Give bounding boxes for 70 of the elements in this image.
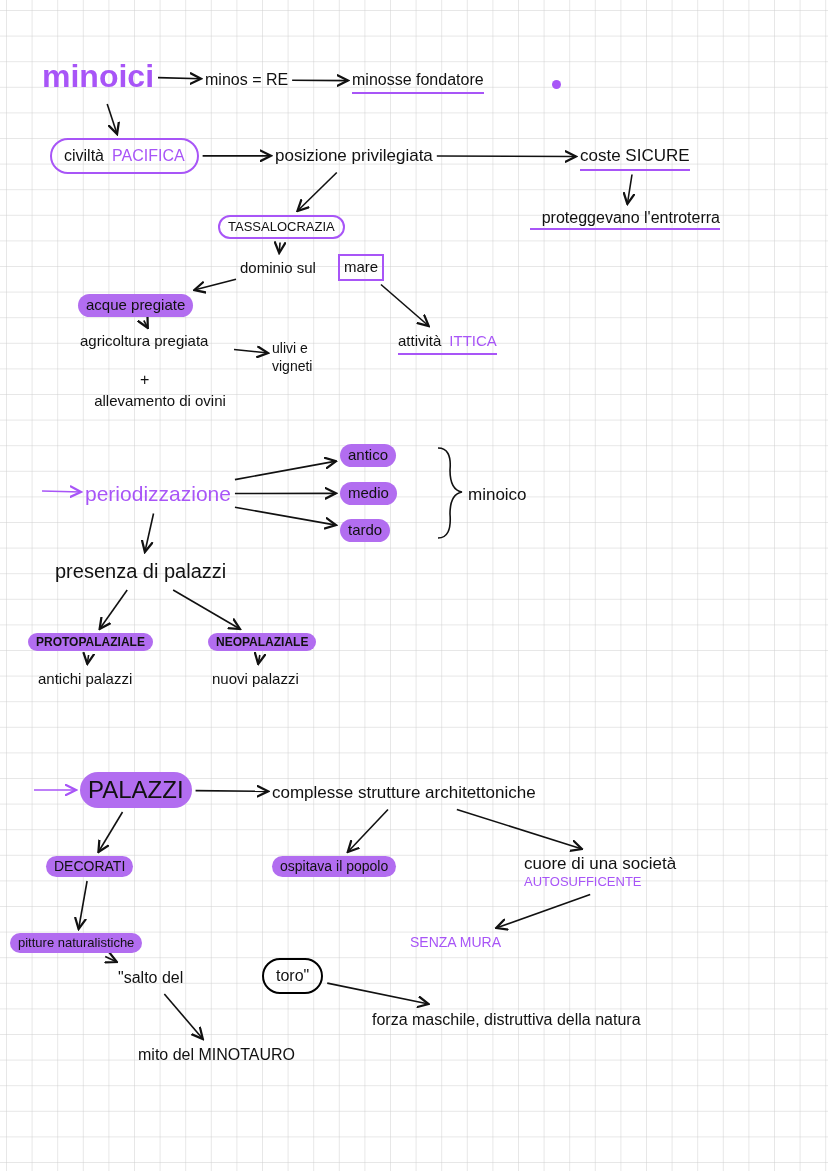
arrow xyxy=(97,811,124,854)
highlighted-text: PALAZZI xyxy=(80,772,192,808)
arrow xyxy=(622,173,636,206)
arrow xyxy=(140,512,155,554)
highlighted-text: medio xyxy=(340,482,397,505)
arrow xyxy=(157,71,203,86)
arrow xyxy=(103,951,118,964)
arrow xyxy=(291,73,350,88)
concept-text: minosse fondatore xyxy=(352,68,484,94)
node-text: cuore di una società xyxy=(524,853,678,875)
arrow xyxy=(41,484,83,499)
concept-text: agricoltura pregiata xyxy=(80,332,230,351)
highlighted-text: pitture naturalistiche xyxy=(10,933,143,953)
arrow xyxy=(346,808,389,854)
concept-text: proteggevano l'entroterra xyxy=(530,208,720,230)
arrow xyxy=(194,784,270,798)
highlighted-text: acque pregiate xyxy=(78,294,194,317)
arrow xyxy=(201,149,273,163)
highlighted-text: tardo xyxy=(340,519,391,542)
arrow xyxy=(73,880,88,931)
concept-text: SENZA MURA xyxy=(410,932,501,953)
concept-text: "salto del xyxy=(118,966,184,990)
concept-text: minos = RE xyxy=(205,68,289,92)
node-text: attività xyxy=(398,331,442,351)
concept-text: ulivi e vigneti xyxy=(272,340,352,375)
circled-word: toro" xyxy=(262,958,324,994)
highlighted-text: antico xyxy=(340,444,397,467)
concept-text: nuovi palazzi xyxy=(212,668,299,691)
concept-text: complesse strutture architettoniche xyxy=(272,780,536,806)
plus-sign: + xyxy=(140,370,150,390)
highlighted-text: DECORATI xyxy=(46,856,134,877)
arrow xyxy=(193,278,237,294)
arrow xyxy=(326,982,430,1009)
node-text: civiltà xyxy=(64,146,104,166)
arrow xyxy=(234,506,338,530)
arrow xyxy=(253,650,267,666)
concept-text: periodizzazione xyxy=(85,478,231,510)
arrow xyxy=(380,283,430,328)
title-word: minoici xyxy=(42,52,154,100)
arrow xyxy=(273,240,287,255)
concept-text: mito del MINOTAURO xyxy=(138,1043,296,1067)
arrow xyxy=(436,149,578,164)
concept-text: dominio sul xyxy=(240,257,316,280)
concept-text: forza maschile, distruttiva della natura xyxy=(372,1008,641,1032)
arrow xyxy=(82,651,96,666)
arrow xyxy=(172,589,242,631)
arrow xyxy=(495,893,591,931)
arrow xyxy=(233,345,270,359)
node-text: AUTOSUFFICENTE xyxy=(524,874,643,891)
highlighted-text: NEOPALAZIALE xyxy=(208,633,317,651)
arrow xyxy=(234,456,338,481)
arrow xyxy=(296,171,338,213)
arrow xyxy=(234,486,338,501)
arrow xyxy=(33,783,78,797)
concept-text: minoico xyxy=(468,482,527,508)
concept-text: presenza di palazzi xyxy=(55,556,227,586)
node-text: ITTICA xyxy=(449,331,497,351)
highlighted-text: PROTOPALAZIALE xyxy=(28,633,153,651)
concept-text: coste SICURE xyxy=(580,143,690,171)
arrow xyxy=(106,103,120,136)
arrow xyxy=(163,993,204,1041)
arrow xyxy=(456,808,584,853)
arrow xyxy=(98,589,128,631)
concept-text: antichi palazzi xyxy=(38,668,133,691)
concept-text: posizione privilegiata xyxy=(275,143,433,169)
concept-text: allevamento di ovini xyxy=(75,392,245,411)
boxed-word: mare xyxy=(338,254,385,281)
arrow xyxy=(136,314,149,330)
node-text: PACIFICA xyxy=(112,146,185,166)
highlighted-text: ospitava il popolo xyxy=(272,856,397,877)
